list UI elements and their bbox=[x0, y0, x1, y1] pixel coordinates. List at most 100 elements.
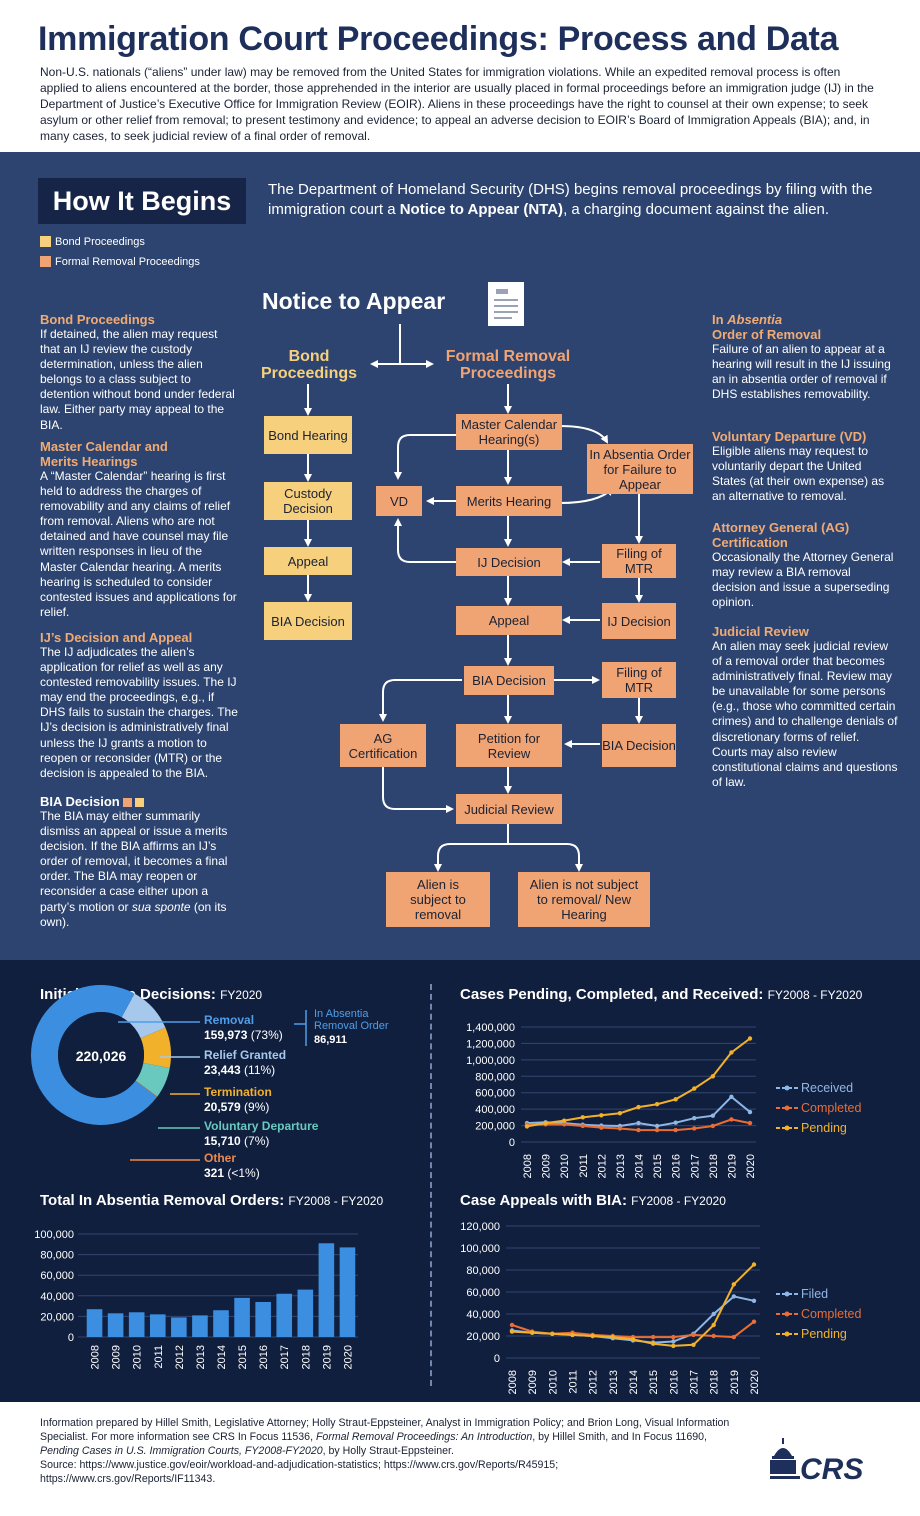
bia-body-end: (on its own). bbox=[40, 899, 227, 929]
x-tick-label: 2011 bbox=[153, 1345, 165, 1369]
series-point-completed bbox=[561, 1122, 567, 1127]
pending-line-chart: 0200,000400,000600,000800,0001,000,0001,… bbox=[466, 1022, 861, 1178]
series-point-pending bbox=[731, 1282, 737, 1287]
data-section: Initial IJ Case Decisions: FY2020 Cases … bbox=[0, 960, 920, 1402]
appeals-title-text: Case Appeals with BIA: bbox=[460, 1192, 627, 1209]
decisions-period: FY2020 bbox=[220, 988, 263, 1002]
bond-appeal-box: Appeal bbox=[264, 547, 352, 575]
x-tick-label: 2013 bbox=[608, 1370, 620, 1394]
petition-for-review-box: Petition for Review bbox=[456, 724, 562, 767]
series-point-filed bbox=[731, 1294, 737, 1299]
series-point-completed bbox=[692, 1126, 697, 1131]
donut-value-number: 23,443 bbox=[204, 1063, 241, 1077]
left-heading: Bond Proceedings bbox=[40, 312, 155, 327]
series-line-completed bbox=[511, 1320, 755, 1339]
series-point-pending bbox=[570, 1332, 575, 1338]
legend-point-filed bbox=[784, 1291, 790, 1297]
y-tick-label: 0 bbox=[509, 1137, 515, 1149]
series-point-pending bbox=[599, 1113, 604, 1118]
absentia-title-text: Total In Absentia Removal Orders: bbox=[40, 1192, 285, 1209]
y-tick-label: 20,000 bbox=[466, 1331, 500, 1343]
left-body: The BIA may either summarily dismiss an … bbox=[40, 809, 240, 930]
bar-2012 bbox=[171, 1317, 187, 1337]
legend-label-filed: Filed bbox=[801, 1287, 828, 1301]
series-point-filed bbox=[711, 1311, 716, 1317]
y-tick-label: 40,000 bbox=[466, 1309, 500, 1321]
series-point-pending bbox=[509, 1329, 515, 1334]
left-section-decision: IJ’s Decision and Appeal The IJ adjudica… bbox=[40, 630, 240, 781]
donut-value-percent: (<1%) bbox=[224, 1166, 260, 1180]
hib-text-before: The Department of Homeland Security (DHS… bbox=[268, 181, 873, 218]
series-point-completed bbox=[673, 1127, 678, 1133]
bar-2015 bbox=[234, 1297, 250, 1337]
series-point-pending bbox=[590, 1333, 595, 1339]
right-section-judicial: Judicial Review An alien may seek judici… bbox=[712, 624, 898, 790]
bia-body-italic: sua sponte bbox=[131, 899, 191, 914]
flowchart-connectors bbox=[304, 282, 643, 872]
donut-value-removal: 159,973 (73%) bbox=[204, 1028, 283, 1042]
donut-slice-termination bbox=[140, 1027, 171, 1068]
x-tick-label: 2008 bbox=[90, 1345, 102, 1369]
in-absentia-box: In Absentia Order for Failure to Appear bbox=[587, 444, 693, 494]
series-point-completed bbox=[599, 1125, 604, 1130]
series-point-pending bbox=[654, 1102, 660, 1107]
y-tick-label: 80,000 bbox=[40, 1250, 74, 1262]
x-tick-label: 2020 bbox=[745, 1154, 757, 1178]
series-point-filed bbox=[751, 1298, 757, 1303]
series-point-pending bbox=[524, 1124, 530, 1129]
bond-heading: Bond Proceedings bbox=[260, 348, 358, 382]
right-section-ag: Attorney General (AG) Certification Occa… bbox=[712, 520, 898, 610]
footer: Information prepared by Hillel Smith, Le… bbox=[0, 1402, 920, 1516]
intro-paragraph: Non-U.S. nationals (“aliens” under law) … bbox=[40, 65, 874, 143]
right-body: An alien may seek judicial review of a r… bbox=[712, 639, 898, 789]
series-point-completed bbox=[710, 1123, 716, 1129]
donut-value-percent: (73%) bbox=[247, 1028, 282, 1042]
legend-bond: Bond Proceedings bbox=[40, 236, 145, 248]
x-tick-label: 2010 bbox=[547, 1370, 559, 1394]
left-section-hearings: Master Calendar and Merits Hearings A “M… bbox=[40, 439, 240, 620]
series-point-pending bbox=[729, 1050, 734, 1055]
bond-hearing-box: Bond Hearing bbox=[264, 416, 352, 454]
page-title: Immigration Court Proceedings: Process a… bbox=[38, 20, 839, 58]
donut-total: 220,026 bbox=[76, 1048, 127, 1064]
x-tick-label: 2010 bbox=[559, 1154, 571, 1178]
callout-value: 86,911 bbox=[314, 1034, 347, 1046]
legend-label-bond: Bond Proceedings bbox=[55, 236, 145, 248]
callout-bracket bbox=[294, 1010, 307, 1046]
series-point-received bbox=[654, 1123, 660, 1129]
x-tick-label: 2009 bbox=[527, 1370, 539, 1394]
bar-2011 bbox=[149, 1314, 166, 1337]
series-point-completed bbox=[751, 1319, 757, 1324]
donut-hole bbox=[58, 1012, 144, 1098]
left-heading-text: BIA Decision bbox=[40, 794, 120, 809]
legend-label-pending: Pending bbox=[801, 1327, 847, 1341]
right-heading: Voluntary Departure (VD) bbox=[712, 429, 867, 444]
filing-mtr-box-1: Filing of MTR bbox=[602, 544, 676, 578]
right-heading: Attorney General (AG) Certification bbox=[712, 520, 850, 550]
x-tick-label: 2016 bbox=[671, 1154, 683, 1178]
vd-box: VD bbox=[376, 486, 422, 516]
x-tick-label: 2015 bbox=[648, 1370, 660, 1394]
bar-2010 bbox=[128, 1312, 145, 1337]
hib-text-after: , a charging document against the alien. bbox=[563, 201, 830, 218]
legend-label-completed: Completed bbox=[801, 1101, 861, 1115]
appeals-period: FY2008 - FY2020 bbox=[631, 1194, 726, 1208]
not-subject-box: Alien is not subject to removal/ New Hea… bbox=[518, 872, 650, 927]
x-tick-label: 2017 bbox=[279, 1345, 291, 1369]
footer-text: Information prepared by Hillel Smith, Le… bbox=[40, 1416, 730, 1486]
x-tick-label: 2018 bbox=[708, 1154, 720, 1178]
x-tick-label: 2017 bbox=[689, 1370, 701, 1394]
hib-text-nta: Notice to Appear (NTA) bbox=[399, 201, 564, 218]
legend-label-pending: Pending bbox=[801, 1121, 847, 1135]
sources-text: Source: https://www.justice.gov/eoir/wor… bbox=[40, 1459, 559, 1485]
right-body: Occasionally the Attorney General may re… bbox=[712, 550, 894, 610]
bar-2016 bbox=[255, 1301, 271, 1337]
legend-point-completed bbox=[784, 1105, 790, 1111]
x-tick-label: 2008 bbox=[507, 1370, 519, 1394]
bar-2009 bbox=[107, 1313, 124, 1337]
yellow-square-icon bbox=[134, 798, 144, 808]
left-heading: IJ’s Decision and Appeal bbox=[40, 630, 193, 645]
donut-slice-other bbox=[135, 1080, 158, 1098]
